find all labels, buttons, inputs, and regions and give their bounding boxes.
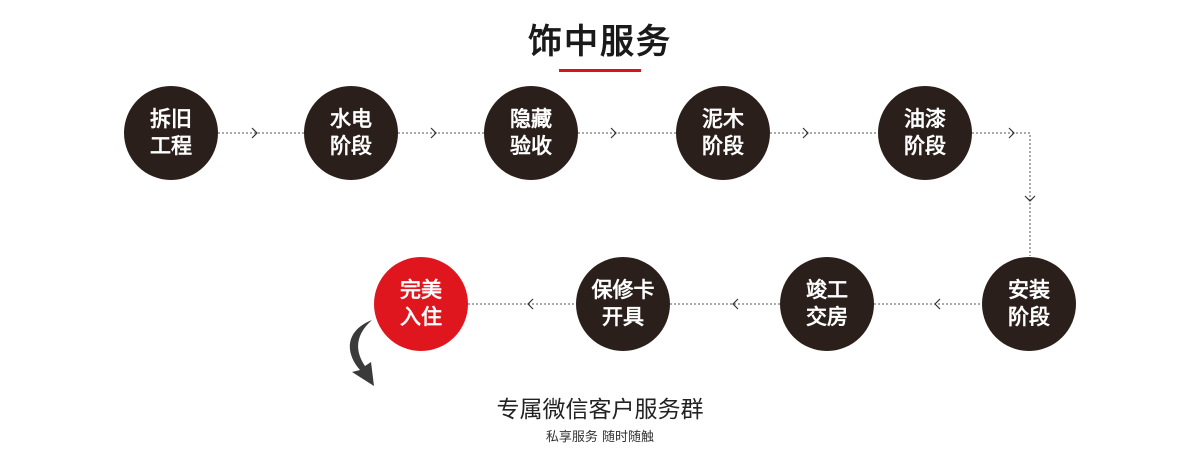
step-label: 入住 bbox=[400, 305, 442, 329]
title-underline bbox=[559, 69, 641, 72]
step-label: 交房 bbox=[806, 305, 848, 329]
step-label: 阶段 bbox=[1008, 305, 1050, 329]
arrow-right-icon bbox=[610, 127, 617, 139]
step-label: 拆旧 bbox=[150, 107, 192, 131]
step-label: 阶段 bbox=[904, 134, 946, 158]
step-label: 阶段 bbox=[702, 134, 744, 158]
connector-line bbox=[972, 132, 1031, 256]
step-label: 工程 bbox=[150, 134, 192, 158]
curved-arrow-icon bbox=[349, 320, 374, 386]
step-label: 安装 bbox=[1008, 278, 1050, 302]
step-label: 竣工 bbox=[806, 278, 848, 302]
step-masonry-carpentry: 泥木 阶段 bbox=[676, 86, 770, 180]
arrow-right-icon bbox=[430, 127, 437, 139]
arrow-down-icon bbox=[1024, 195, 1036, 202]
step-move-in: 完美 入住 bbox=[374, 257, 468, 351]
step-concealed-inspection: 隐藏 验收 bbox=[484, 86, 578, 180]
step-label: 开具 bbox=[602, 305, 644, 329]
step-plumbing-electrical: 水电 阶段 bbox=[304, 86, 398, 180]
step-label: 阶段 bbox=[330, 134, 372, 158]
arrow-right-icon bbox=[251, 127, 258, 139]
step-installation: 安装 阶段 bbox=[982, 257, 1076, 351]
step-demolition: 拆旧 工程 bbox=[124, 86, 218, 180]
step-label: 保修卡 bbox=[591, 278, 655, 302]
wechat-group-title: 专属微信客户服务群 bbox=[496, 397, 704, 423]
arrow-left-icon bbox=[934, 298, 941, 310]
step-label: 验收 bbox=[510, 134, 552, 158]
wechat-group-subtitle: 私享服务 随时随触 bbox=[545, 430, 655, 445]
page-title: 饰中服务 bbox=[528, 22, 672, 62]
step-label: 隐藏 bbox=[510, 107, 552, 131]
step-label: 完美 bbox=[400, 278, 442, 302]
step-label: 水电 bbox=[330, 107, 372, 131]
step-painting: 油漆 阶段 bbox=[878, 86, 972, 180]
arrow-left-icon bbox=[732, 298, 739, 310]
arrow-right-icon bbox=[802, 127, 809, 139]
step-label: 泥木 bbox=[702, 107, 744, 131]
step-completion-handover: 竣工 交房 bbox=[780, 257, 874, 351]
step-label: 油漆 bbox=[904, 107, 946, 131]
step-warranty-card: 保修卡 开具 bbox=[576, 257, 670, 351]
arrow-left-icon bbox=[527, 298, 534, 310]
arrow-right-icon bbox=[1008, 127, 1015, 139]
